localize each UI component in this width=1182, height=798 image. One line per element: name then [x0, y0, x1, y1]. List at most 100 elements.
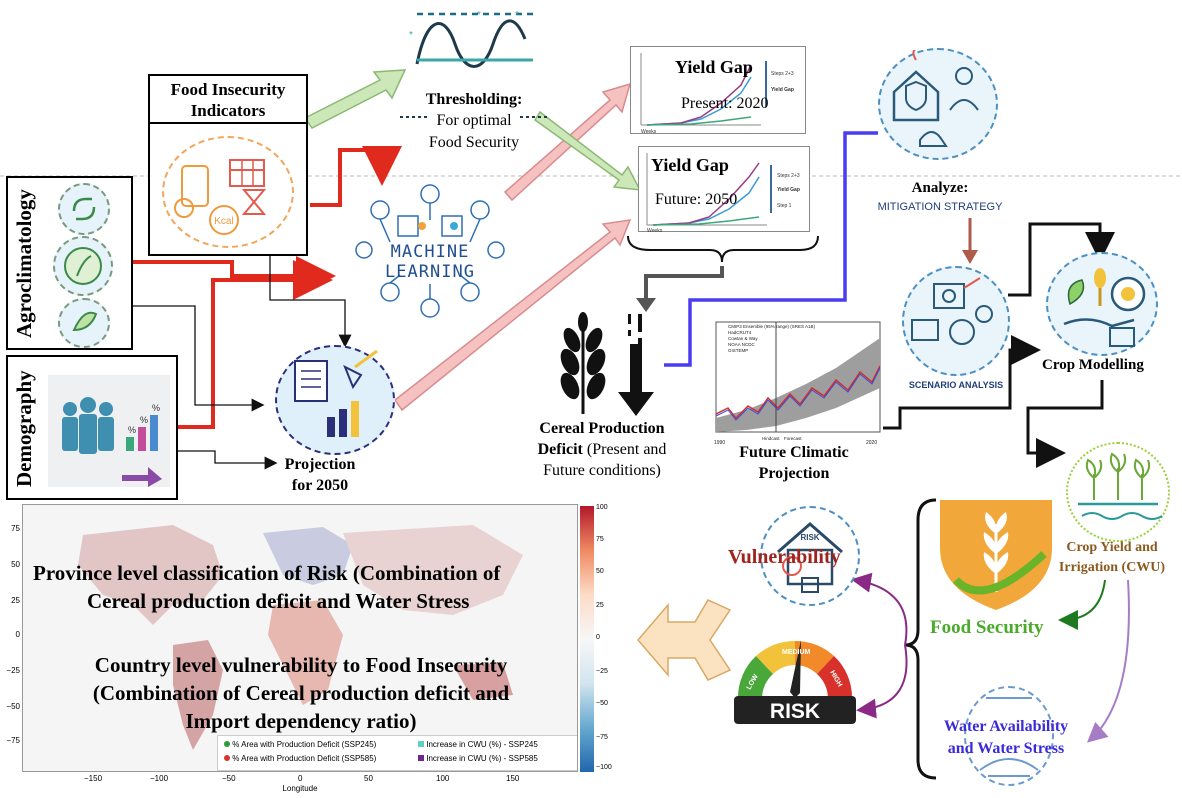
- svg-text:Weeks: Weeks: [641, 129, 657, 135]
- map-text1-line2: Cereal production deficit and Water Stre…: [87, 589, 470, 613]
- analyze-subtitle: MITIGATION STRATEGY: [877, 201, 1003, 213]
- climate-projection-chart: CMIP3 Ensemble (95% range) (SRES A1B) Ha…: [706, 318, 882, 446]
- crop-yield-text: Crop Yield and Irrigation (CWU): [1046, 538, 1178, 578]
- arrow-agro-to-projection: [133, 305, 265, 412]
- arrow-scenario-to-crop: [1008, 222, 1115, 297]
- arrow-climate-to-crop: [883, 335, 1041, 430]
- crop-modelling-label: Crop Modelling: [1042, 357, 1144, 373]
- machine-learning-graphic: MACHINE LEARNING: [350, 180, 510, 320]
- mitigation-icon: [878, 47, 998, 160]
- svg-text:Steps 2+3: Steps 2+3: [777, 173, 800, 179]
- svg-text:HadCRUT4: HadCRUT4: [728, 330, 752, 335]
- svg-text:Weeks: Weeks: [647, 228, 663, 233]
- colorbar-ticks: 100 75 50 25 0 −25 −50 −75 −100: [596, 504, 612, 771]
- risk-gauge: LOW MEDIUM HIGH RISK: [734, 640, 856, 724]
- cereal-deficit: Deficit: [537, 441, 583, 458]
- svg-text:*: *: [409, 30, 413, 41]
- legend-item-1: % Area with Production Deficit (SSP245): [224, 740, 376, 749]
- recycle-leaf-icon: [58, 183, 110, 235]
- map-legend: % Area with Production Deficit (SSP245) …: [217, 735, 577, 771]
- svg-text:Yield Gap: Yield Gap: [771, 87, 794, 93]
- food-security-icon: [940, 500, 1052, 610]
- svg-text:Yield Gap: Yield Gap: [777, 187, 800, 193]
- svg-text:MEDIUM: MEDIUM: [782, 649, 811, 656]
- legend-item-2: % Area with Production Deficit (SSP585): [224, 754, 376, 763]
- green-arrow-to-thresholding: [303, 69, 407, 129]
- svg-text:*: *: [477, 10, 481, 21]
- machine-learning-label: MACHINE LEARNING: [385, 242, 475, 282]
- yield-gap-present-chart: Steps 2+3 Yield Gap Weeks Yield Gap Pres…: [630, 46, 806, 135]
- agroclimatology-label: Agroclimatology: [12, 189, 36, 339]
- population-growth-icon: %%%: [48, 375, 170, 487]
- crop-yield-line1: Crop Yield and: [1066, 540, 1158, 555]
- svg-text:1990: 1990: [714, 440, 725, 444]
- yield-gap-future-chart: Steps 2+3 Yield Gap Step 1 Weeks Yield G…: [638, 146, 810, 234]
- vulnerability-label: Vulnerability: [728, 546, 841, 568]
- crop-modelling-icon: [1046, 252, 1158, 356]
- threshold-wave-icon: * * *: [409, 10, 533, 68]
- analyze-text: Analyze: MITIGATION STRATEGY: [860, 180, 1020, 213]
- map-text2-line3: Import dependency ratio): [185, 709, 417, 733]
- yield-gap-future-subtitle: Future: 2050: [655, 191, 738, 208]
- kcal-icon: [209, 205, 239, 235]
- yield-gap-future-title: Yield Gap: [651, 155, 729, 175]
- red-arrow-food-to-ml: [310, 146, 402, 207]
- demography-box: Demography %%%: [6, 355, 178, 500]
- food-security-label: Food Security: [930, 617, 1044, 638]
- yield-bracket: [627, 235, 819, 263]
- svg-text:Steps 2+3: Steps 2+3: [771, 71, 794, 77]
- climate-line1: Future Climatic: [739, 444, 849, 461]
- map-text2-line1: Country level vulnerability to Food Inse…: [94, 653, 508, 677]
- svg-text:%: %: [152, 403, 160, 413]
- food-insecurity-box: Food Insecurity Indicators Kcal: [148, 74, 308, 256]
- map-plot-area: Province level classification of Risk (C…: [22, 504, 578, 772]
- crop-yield-icon: [1066, 442, 1170, 542]
- svg-text:*: *: [515, 10, 519, 21]
- food-insecurity-title: Food Insecurity Indicators: [150, 76, 306, 124]
- cereal-conditions: (Present and: [582, 441, 667, 458]
- wheat-deficit-icon: [560, 312, 654, 416]
- projection-line2: for 2050: [291, 477, 349, 494]
- cereal-line3: Future conditions): [543, 462, 661, 479]
- cereal-title: Cereal Production: [539, 420, 665, 437]
- scenario-analysis-icon: SCENARIO ANALYSIS: [902, 266, 1010, 390]
- svg-text:%: %: [140, 415, 148, 425]
- svg-text:NOAA NCDC: NOAA NCDC: [728, 342, 756, 347]
- map-y-axis: 75 50 25 0 −25 −50 −75: [6, 524, 20, 745]
- projection-line1: Projection: [284, 456, 356, 473]
- water-icon: [964, 686, 1054, 786]
- yield-gap-present-subtitle: Present: 2020: [681, 95, 769, 112]
- arrow-demo-to-projection: [178, 450, 278, 470]
- svg-text:2020: 2020: [866, 440, 877, 444]
- scenario-label: SCENARIO ANALYSIS: [908, 380, 1004, 390]
- crop-yield-line2: Irrigation (CWU): [1058, 560, 1166, 575]
- cereal-text: Cereal Production Deficit (Present and F…: [522, 418, 682, 481]
- food-basket-icon: [174, 165, 209, 218]
- calendar-icon: [229, 159, 265, 187]
- legend-item-4: Increase in CWU (%) - SSP585: [418, 754, 538, 763]
- projection-text: Projection for 2050: [270, 454, 370, 496]
- food-icons-group: Kcal: [162, 136, 294, 248]
- svg-text:GISTEMP: GISTEMP: [728, 348, 748, 353]
- tan-arrow-to-map: [637, 599, 732, 681]
- red-arrow-agro-to-ml: [133, 256, 336, 296]
- thresholding-text: Thresholding: For optimal Food Security: [398, 90, 550, 154]
- bracket-down-arrow: [644, 266, 724, 300]
- vulnerability-icon: RISK: [760, 506, 860, 606]
- map-text-country: Country level vulnerability to Food Inse…: [23, 651, 577, 735]
- map-colorbar: [580, 506, 594, 772]
- arrow-food-to-projection: [269, 255, 352, 348]
- water-line2: and Water Stress: [947, 740, 1065, 757]
- svg-text:RISK: RISK: [770, 700, 820, 723]
- thresholding-title: Thresholding:: [425, 91, 523, 108]
- agroclimatology-box: Agroclimatology: [6, 176, 133, 350]
- demography-label: Demography: [12, 370, 36, 488]
- globe-plant-icon: [53, 236, 113, 296]
- red-arrow-demo-to-ml: [178, 260, 333, 429]
- svg-text:Kcal: Kcal: [214, 216, 233, 227]
- thresholding-line1: For optimal: [436, 112, 512, 129]
- svg-text:CMIP3 Ensemble (95% range) (SR: CMIP3 Ensemble (95% range) (SRES A1B): [728, 324, 816, 329]
- yield-gap-present-title: Yield Gap: [675, 57, 753, 77]
- svg-text:Forecast: Forecast: [784, 436, 802, 441]
